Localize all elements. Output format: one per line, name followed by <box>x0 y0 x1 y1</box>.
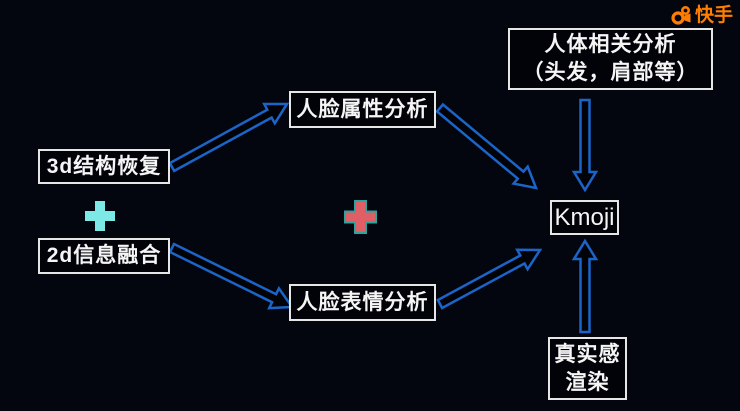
arrow-render-to-kmoji <box>571 238 599 334</box>
plus-middle-shape <box>344 200 377 234</box>
kuaishou-logo: 快手 <box>670 5 733 27</box>
node-face-expression-analysis: 人脸表情分析 <box>289 284 436 321</box>
node-render-line2: 渲染 <box>565 370 610 394</box>
arrow-2d-to-face-expr <box>168 242 295 310</box>
node-2d-info-fusion: 2d信息融合 <box>38 238 170 274</box>
arrow-3d-to-face-attr <box>168 102 290 173</box>
node-render-line1: 真实感 <box>554 342 621 366</box>
node-body-analysis-line2: （头发，肩部等） <box>522 61 699 84</box>
node-3d-structure-recovery: 3d结构恢复 <box>38 149 170 184</box>
arrow-face-attr-to-kmoji <box>435 102 538 190</box>
plus-left-shape <box>85 201 115 231</box>
node-face-attribute-label: 人脸属性分析 <box>296 97 429 121</box>
plus-icon-middle <box>344 200 377 234</box>
arrow-body-to-kmoji <box>571 98 599 193</box>
node-2d-info-label: 2d信息融合 <box>46 244 162 268</box>
node-kmoji: Kmoji <box>550 200 619 235</box>
node-face-expression-label: 人脸表情分析 <box>296 290 429 314</box>
node-3d-structure-label: 3d结构恢复 <box>46 154 162 178</box>
kuaishou-logo-text: 快手 <box>694 5 733 26</box>
plus-icon-left <box>85 201 115 231</box>
node-body-analysis-line1: 人体相关分析 <box>544 33 677 57</box>
node-face-attribute-analysis: 人脸属性分析 <box>289 91 436 128</box>
node-realistic-rendering: 真实感 渲染 <box>548 337 627 400</box>
node-kmoji-label: Kmoji <box>554 203 615 231</box>
kuaishou-camera-icon <box>670 5 692 27</box>
node-body-analysis: 人体相关分析 （头发，肩部等） <box>508 28 713 90</box>
arrow-face-expr-to-kmoji <box>436 248 543 310</box>
